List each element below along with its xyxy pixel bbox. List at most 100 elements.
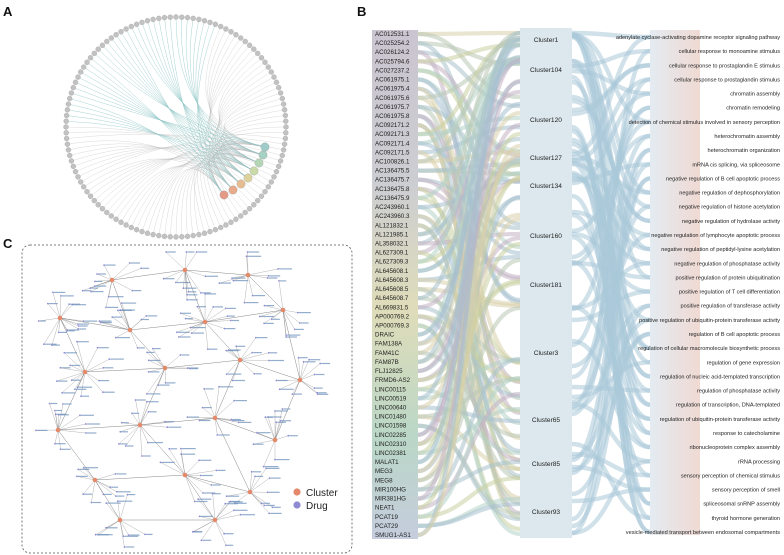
lncrna-label: AC092171.2 (375, 122, 410, 129)
drug-node (164, 420, 166, 423)
network-edge (147, 20, 255, 172)
drug-label-mark (200, 419, 211, 422)
network-edge (282, 309, 301, 381)
drug-edge (139, 424, 143, 457)
ring-node (118, 219, 124, 225)
drug-edge (74, 371, 86, 390)
drug-label-mark (184, 287, 197, 289)
ring-node (268, 69, 274, 75)
drug-label-mark (182, 453, 196, 455)
drug-node (302, 360, 305, 363)
drug-node (162, 277, 165, 280)
drug-edge (158, 367, 166, 386)
drug-node (76, 386, 79, 389)
drug-edge (57, 403, 64, 431)
network-edge (184, 269, 249, 276)
drug-label-mark (48, 303, 58, 305)
drug-node (147, 359, 150, 362)
drug-label-mark (188, 416, 200, 418)
drug-node (102, 366, 105, 369)
ring-node (273, 79, 280, 85)
drug-node (61, 392, 63, 394)
drug-edge (95, 519, 121, 535)
network-edge (111, 269, 186, 281)
drug-label-mark (138, 347, 145, 349)
lncrna-label: AC092171.4 (375, 140, 410, 147)
drug-edge (184, 269, 202, 293)
term-label: positive regulation of transferase activ… (681, 304, 781, 310)
drug-label-mark (107, 306, 119, 308)
drug-label-mark (265, 322, 274, 324)
network-edge (69, 145, 242, 185)
drug-edge (184, 460, 200, 476)
drug-label-mark (126, 445, 134, 447)
drug-edge (84, 371, 104, 393)
drug-label-mark (191, 368, 198, 370)
drug-edge (184, 474, 201, 476)
sankey-link (571, 31, 651, 195)
drug-edge (292, 379, 301, 395)
lncrna-label: AL645608.3 (375, 277, 409, 284)
network-edge (83, 66, 242, 185)
drug-edge (274, 422, 277, 441)
drug-node (140, 267, 143, 270)
drug-edge (201, 519, 216, 541)
ring-node (268, 179, 274, 185)
ring-node (161, 233, 168, 240)
drug-node (69, 364, 72, 367)
drug-edge (249, 476, 256, 493)
lncrna-column (372, 30, 418, 539)
ring-node (262, 59, 268, 65)
drug-label-mark (270, 359, 285, 362)
drug-label-mark (268, 491, 280, 493)
drug-label-mark (104, 391, 115, 393)
drug-node (224, 502, 227, 505)
legend-drug-label: Drug (306, 501, 328, 512)
drug-label-mark (235, 502, 247, 504)
drug-edge (80, 371, 86, 397)
ring-node (91, 50, 97, 57)
drug-label-mark (79, 325, 88, 327)
drug-node (197, 498, 200, 501)
panel-a-letter: A (3, 4, 13, 19)
ring-node (64, 107, 71, 113)
drug-node (179, 354, 182, 356)
drug-label-mark (206, 275, 218, 277)
drug-label-mark (95, 280, 103, 282)
drug-node (260, 502, 263, 505)
lncrna-label: SMUG1-AS1 (375, 532, 411, 539)
ring-node (64, 141, 71, 147)
network-edge (73, 87, 264, 156)
network-edge (175, 16, 266, 148)
drug-node (147, 410, 150, 413)
ring-node (68, 158, 75, 164)
ring-node (81, 184, 87, 190)
drug-edge (259, 309, 284, 317)
drug-edge (249, 477, 270, 493)
ring-node (65, 147, 72, 153)
drug-node (254, 475, 256, 478)
drug-node (118, 443, 120, 445)
drug-label-mark (280, 388, 294, 390)
drug-label-mark (188, 299, 198, 301)
drug-label-mark (65, 352, 77, 354)
drug-node (176, 331, 178, 334)
drug-label-mark (232, 418, 241, 421)
drug-edge (94, 473, 116, 481)
ring-node (184, 14, 191, 21)
drug-edge (239, 359, 255, 374)
drug-edge (274, 408, 283, 441)
drug-node (77, 328, 80, 330)
drug-edge (111, 279, 133, 291)
drug-node (90, 290, 92, 293)
drug-label-mark (116, 495, 125, 497)
ring-node (72, 169, 79, 175)
lncrna-label: AL645608.7 (375, 295, 409, 302)
drug-node (266, 277, 269, 279)
drug-label-mark (198, 306, 207, 308)
lncrna-label: LINC00115 (375, 386, 406, 393)
ring-node (196, 16, 202, 23)
drug-label-mark (72, 379, 81, 381)
drug-node (131, 412, 133, 415)
network-edge (158, 18, 242, 185)
